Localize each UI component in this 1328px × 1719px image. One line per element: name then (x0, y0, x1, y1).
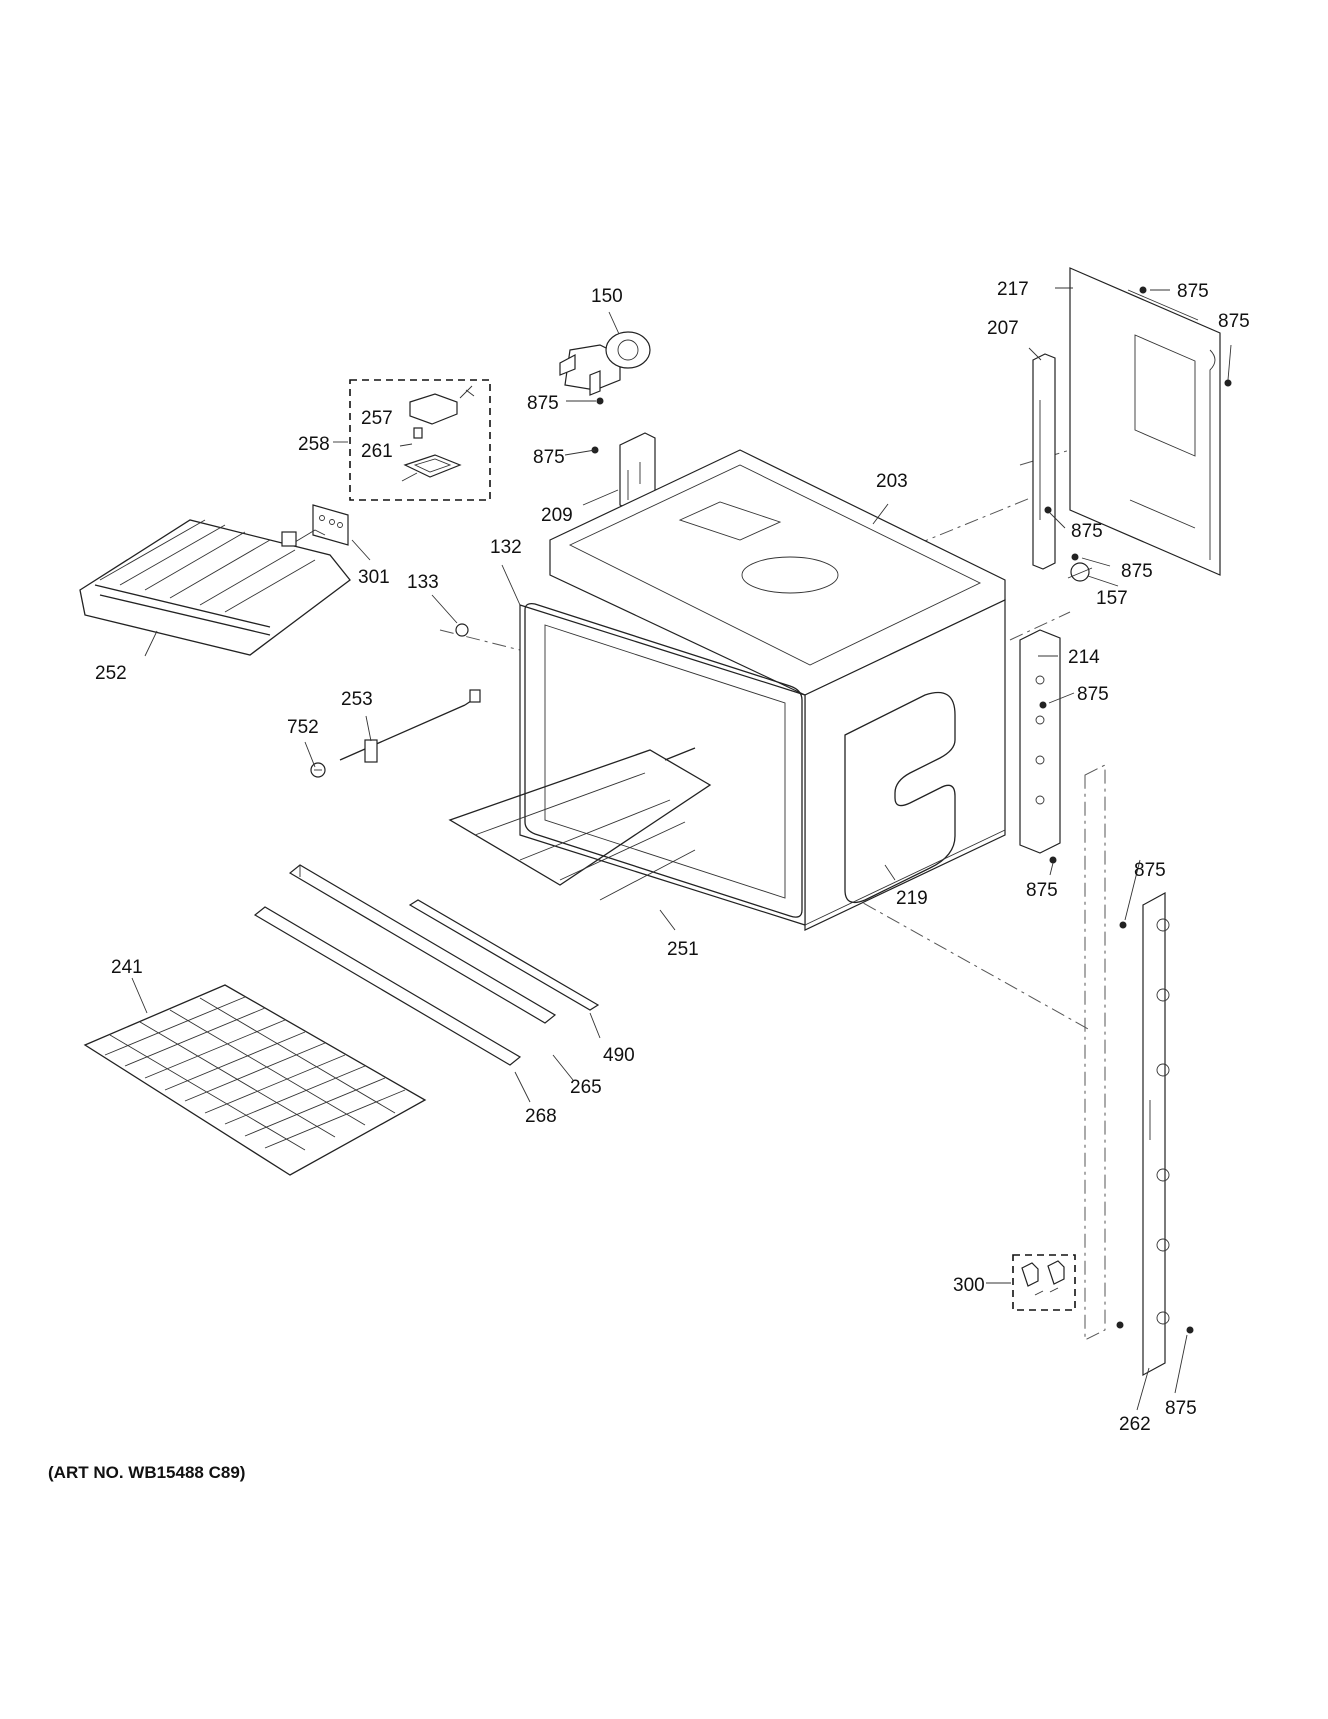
callout-209: 209 (541, 505, 573, 526)
part-157-thermal-switch[interactable] (1067, 562, 1093, 582)
callout-875-d: 875 (1218, 311, 1250, 332)
callout-875-b: 875 (533, 447, 565, 468)
part-265-rail[interactable] (288, 864, 557, 1024)
callout-875-g: 875 (1077, 684, 1109, 705)
callout-875-i: 875 (1134, 860, 1166, 881)
part-150-latch-motor[interactable] (559, 331, 651, 396)
callout-150: 150 (591, 286, 623, 307)
callout-217: 217 (997, 279, 1029, 300)
alignment-lines (439, 449, 1091, 1031)
part-132-door-gasket[interactable] (524, 602, 803, 918)
part-490-slide[interactable] (408, 899, 600, 1011)
part-241-oven-rack[interactable] (83, 984, 427, 1176)
callout-265: 265 (570, 1077, 602, 1098)
part-251-bake-element[interactable] (448, 747, 712, 901)
part-258-kit-box (349, 379, 491, 501)
art-number: (ART NO. WB15488 C89) (48, 1463, 245, 1482)
callout-301: 301 (358, 567, 390, 588)
callout-875-j: 875 (1165, 1398, 1197, 1419)
leader-lines (131, 287, 1232, 1411)
part-203-oven-cavity[interactable] (519, 449, 1006, 931)
callout-875-c: 875 (1177, 281, 1209, 302)
callout-875-f: 875 (1121, 561, 1153, 582)
part-217-rear-panel[interactable] (1069, 267, 1221, 576)
part-300-kit-box (1012, 1254, 1076, 1311)
callout-261: 261 (361, 441, 393, 462)
callout-219: 219 (896, 888, 928, 909)
callout-490: 490 (603, 1045, 635, 1066)
callout-268: 268 (525, 1106, 557, 1127)
callout-214: 214 (1068, 647, 1100, 668)
callout-300: 300 (953, 1275, 985, 1296)
callout-875-a: 875 (527, 393, 559, 414)
callout-875-e: 875 (1071, 521, 1103, 542)
part-133-plug[interactable] (455, 623, 469, 637)
callout-875-h: 875 (1026, 880, 1058, 901)
part-262-side-trim[interactable] (1142, 891, 1170, 1377)
callout-132: 132 (490, 537, 522, 558)
callout-258: 258 (298, 434, 330, 455)
callout-251: 251 (667, 939, 699, 960)
callout-252: 252 (95, 663, 127, 684)
screws-875 (591, 286, 1232, 1334)
callout-133: 133 (407, 572, 439, 593)
part-301-terminal-block[interactable] (312, 504, 349, 546)
part-262-trim-dashed (1084, 764, 1106, 1341)
part-253-temp-sensor[interactable] (339, 689, 481, 763)
part-300-hinge-kit[interactable] (1021, 1260, 1065, 1296)
callout-257: 257 (361, 408, 393, 429)
callout-241: 241 (111, 957, 143, 978)
callout-207: 207 (987, 318, 1019, 339)
part-752-screw[interactable] (310, 762, 326, 778)
part-219-bottom-face (804, 829, 1006, 926)
part-257-module[interactable] (409, 385, 475, 439)
part-268-rail[interactable] (253, 906, 522, 1066)
part-207-strip[interactable] (1032, 353, 1056, 570)
callout-labels: 150 875 257 258 261 301 252 133 132 875 … (95, 279, 1250, 1435)
part-252-broil-element[interactable] (79, 519, 351, 656)
callout-262: 262 (1119, 1414, 1151, 1435)
callout-157: 157 (1096, 588, 1128, 609)
part-261-gasket[interactable] (403, 454, 462, 478)
part-214-side-channel[interactable] (1019, 629, 1061, 854)
callout-203: 203 (876, 471, 908, 492)
callout-752: 752 (287, 717, 319, 738)
callout-253: 253 (341, 689, 373, 710)
